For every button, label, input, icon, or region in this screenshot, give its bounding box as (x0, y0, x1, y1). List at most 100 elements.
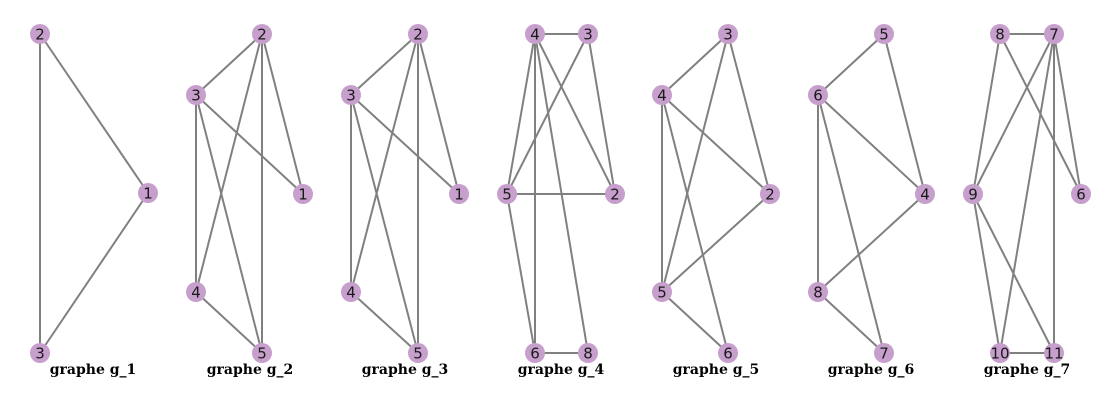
node-circle (652, 282, 672, 302)
edge-2-3 (195, 33, 263, 96)
node-label: 1 (143, 185, 153, 203)
node-2: 2 (605, 184, 625, 204)
node-3: 3 (578, 24, 598, 44)
edge-2-1 (39, 33, 149, 194)
node-2: 2 (252, 24, 272, 44)
node-label: 2 (610, 186, 620, 204)
edge-6-7 (817, 94, 885, 354)
node-circle (1044, 24, 1064, 44)
node-1: 1 (138, 183, 158, 203)
node-label: 2 (765, 186, 775, 204)
edge-4-5 (506, 33, 536, 195)
node-7: 7 (1044, 24, 1064, 44)
node-9: 9 (963, 184, 983, 204)
node-6: 6 (525, 343, 545, 363)
node-label: 6 (813, 87, 823, 105)
node-8: 8 (808, 282, 828, 302)
edge-5-6 (661, 291, 729, 354)
node-label: 4 (346, 284, 356, 302)
node-circle (138, 183, 158, 203)
edge-3-1 (39, 192, 149, 354)
node-4: 4 (186, 282, 206, 302)
node-circle (990, 24, 1010, 44)
node-8: 8 (578, 343, 598, 363)
node-label: 8 (583, 345, 593, 363)
node-label: 3 (583, 26, 593, 44)
node-circle (1071, 184, 1091, 204)
node-circle (605, 184, 625, 204)
edge-8-9 (972, 33, 1001, 195)
edge-3-5 (195, 94, 263, 354)
node-label: 4 (191, 284, 201, 302)
node-label: 9 (968, 186, 978, 204)
graph-caption: graphe g_4 (518, 362, 605, 378)
edge-2-4 (195, 33, 263, 293)
node-circle (915, 184, 935, 204)
edge-2-1 (417, 33, 460, 195)
node-6: 6 (718, 343, 738, 363)
edge-4-8 (817, 193, 926, 293)
node-circle (578, 343, 598, 363)
node-label: 7 (1049, 26, 1059, 44)
edge-3-1 (350, 94, 460, 195)
node-circle (760, 184, 780, 204)
node-circle (718, 24, 738, 44)
edge-9-10 (972, 193, 1001, 354)
edge-2-1 (261, 33, 304, 195)
edge-7-10 (999, 33, 1055, 354)
edge-2-5 (661, 193, 771, 293)
node-4: 4 (525, 24, 545, 44)
node-label: 2 (413, 26, 423, 44)
node-label: 1 (454, 186, 464, 204)
node-1: 1 (293, 184, 313, 204)
node-label: 7 (879, 345, 889, 363)
node-circle (293, 184, 313, 204)
node-5: 5 (652, 282, 672, 302)
node-circle (874, 343, 894, 363)
node-circle (874, 24, 894, 44)
node-10: 10 (990, 343, 1010, 363)
node-label: 5 (657, 284, 667, 302)
node-circle (497, 184, 517, 204)
node-circle (186, 282, 206, 302)
node-6: 6 (1071, 184, 1091, 204)
node-label: 5 (502, 186, 512, 204)
edge-4-5 (195, 291, 263, 354)
node-circle (525, 343, 545, 363)
edge-8-7 (817, 291, 885, 354)
node-label: 11 (1044, 345, 1063, 363)
node-1: 1 (449, 184, 469, 204)
node-4: 4 (341, 282, 361, 302)
graph-caption: graphe g_6 (828, 362, 915, 378)
node-label: 10 (990, 345, 1009, 363)
node-2: 2 (30, 24, 50, 44)
node-label: 5 (413, 345, 423, 363)
edge-3-5 (506, 33, 589, 195)
edge-5-4 (883, 33, 926, 195)
node-3: 3 (30, 343, 50, 363)
node-11: 11 (1044, 343, 1064, 363)
node-circle (449, 184, 469, 204)
graph-caption: graphe g_3 (362, 362, 449, 378)
node-circle (408, 343, 428, 363)
node-label: 6 (723, 345, 733, 363)
node-label: 4 (530, 26, 540, 44)
node-circle (30, 343, 50, 363)
edge-3-2 (587, 33, 616, 195)
node-label: 2 (35, 26, 45, 44)
node-circle (990, 343, 1010, 363)
node-label: 4 (657, 87, 667, 105)
edge-3-5 (350, 94, 419, 354)
edge-9-11 (972, 193, 1055, 354)
node-label: 3 (346, 87, 356, 105)
node-circle (652, 85, 672, 105)
node-circle (186, 85, 206, 105)
node-circle (808, 282, 828, 302)
graph-caption: graphe g_5 (673, 362, 760, 378)
node-2: 2 (760, 184, 780, 204)
